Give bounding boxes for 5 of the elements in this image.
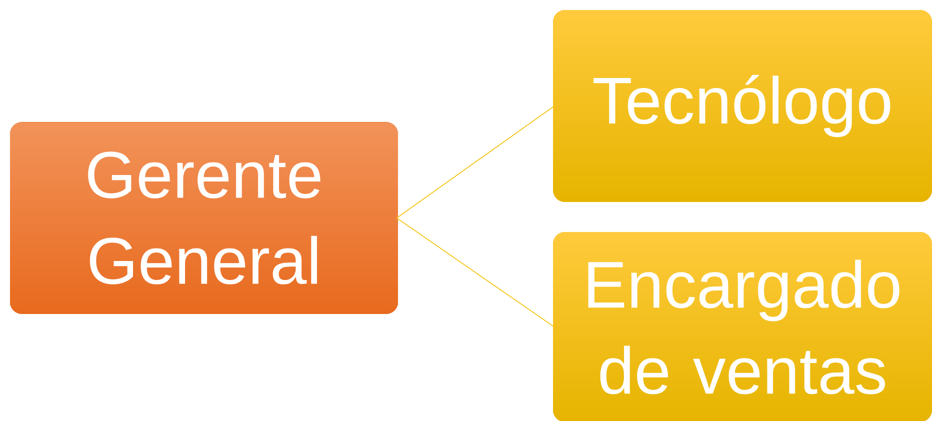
process-box: Gerente General xyxy=(10,122,398,314)
process-box: Tecnólogo xyxy=(553,10,932,202)
connector-line xyxy=(396,106,555,218)
connector-line xyxy=(396,218,555,328)
process-box: Encargado de ventas xyxy=(553,232,932,421)
